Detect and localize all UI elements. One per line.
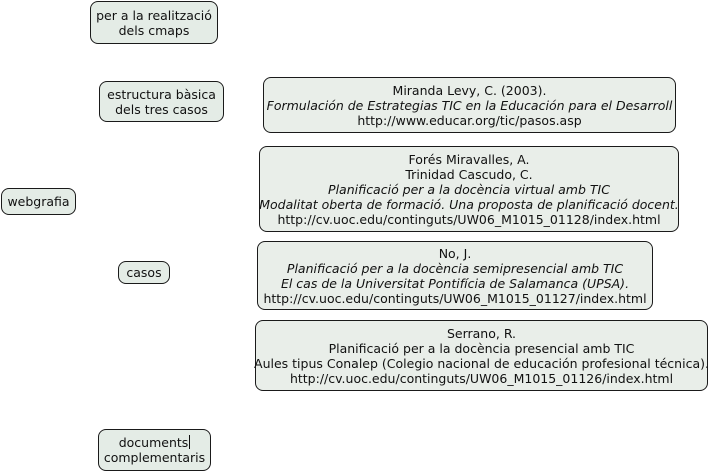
resource-no-line-2: Planificació per a la docència semiprese… bbox=[286, 260, 624, 276]
resource-miranda-line-2: Formulación de Estrategias TIC en la Edu… bbox=[266, 97, 673, 113]
concept-documents-line-1: documents bbox=[118, 435, 189, 450]
concept-realitzacio-line-1: per a la realització bbox=[96, 7, 212, 23]
resource-serrano-line-2: Planificació per a la docència presencia… bbox=[328, 340, 635, 356]
resource-fores[interactable]: Forés Miravalles, A. Trinidad Cascudo, C… bbox=[259, 146, 679, 232]
resource-miranda-line-1: Miranda Levy, C. (2003). bbox=[392, 82, 547, 98]
text-cursor bbox=[189, 435, 191, 449]
concept-webgrafia[interactable]: webgrafia bbox=[1, 188, 76, 215]
resource-serrano-line-4: http://cv.uoc.edu/continguts/UW06_M1015_… bbox=[289, 370, 674, 386]
resource-miranda-line-3: http://www.educar.org/tic/pasos.asp bbox=[357, 112, 582, 128]
concept-documents[interactable]: documents complementaris bbox=[98, 429, 211, 471]
resource-no-line-4: http://cv.uoc.edu/continguts/UW06_M1015_… bbox=[263, 290, 647, 306]
resource-serrano[interactable]: Serrano, R. Planificació per a la docènc… bbox=[254, 320, 709, 391]
resource-fores-line-3: Planificació per a la docència virtual a… bbox=[328, 181, 610, 197]
resource-serrano-line-3: Aules tipus Conalep (Colegio nacional de… bbox=[254, 355, 709, 371]
resource-no-line-1: No, J. bbox=[438, 245, 472, 261]
concept-realitzacio[interactable]: per a la realització dels cmaps bbox=[90, 1, 218, 44]
resource-miranda[interactable]: Miranda Levy, C. (2003). Formulación de … bbox=[263, 77, 676, 133]
resource-fores-line-1: Forés Miravalles, A. bbox=[408, 151, 530, 167]
concept-casos-label: casos bbox=[126, 265, 162, 280]
concept-estructura[interactable]: estructura bàsica dels tres casos bbox=[99, 81, 224, 122]
concept-realitzacio-line-2: dels cmaps bbox=[118, 22, 190, 38]
resource-no-line-3: El cas de la Universitat Pontifícia de S… bbox=[280, 275, 630, 291]
concept-estructura-line-1: estructura bàsica bbox=[107, 86, 216, 102]
resource-fores-line-4: Modalitat oberta de formació. Una propos… bbox=[259, 196, 679, 212]
resource-no[interactable]: No, J. Planificació per a la docència se… bbox=[257, 241, 653, 310]
resource-serrano-line-1: Serrano, R. bbox=[446, 325, 517, 341]
resource-fores-line-2: Trinidad Cascudo, C. bbox=[405, 166, 533, 182]
resource-fores-line-5: http://cv.uoc.edu/continguts/UW06_M1015_… bbox=[277, 211, 661, 227]
concept-webgrafia-label: webgrafia bbox=[7, 194, 70, 209]
concept-estructura-line-2: dels tres casos bbox=[115, 101, 208, 117]
concept-casos[interactable]: casos bbox=[118, 261, 170, 284]
concept-documents-line-1-wrap: documents bbox=[119, 435, 191, 450]
concept-documents-line-2: complementaris bbox=[103, 450, 206, 465]
